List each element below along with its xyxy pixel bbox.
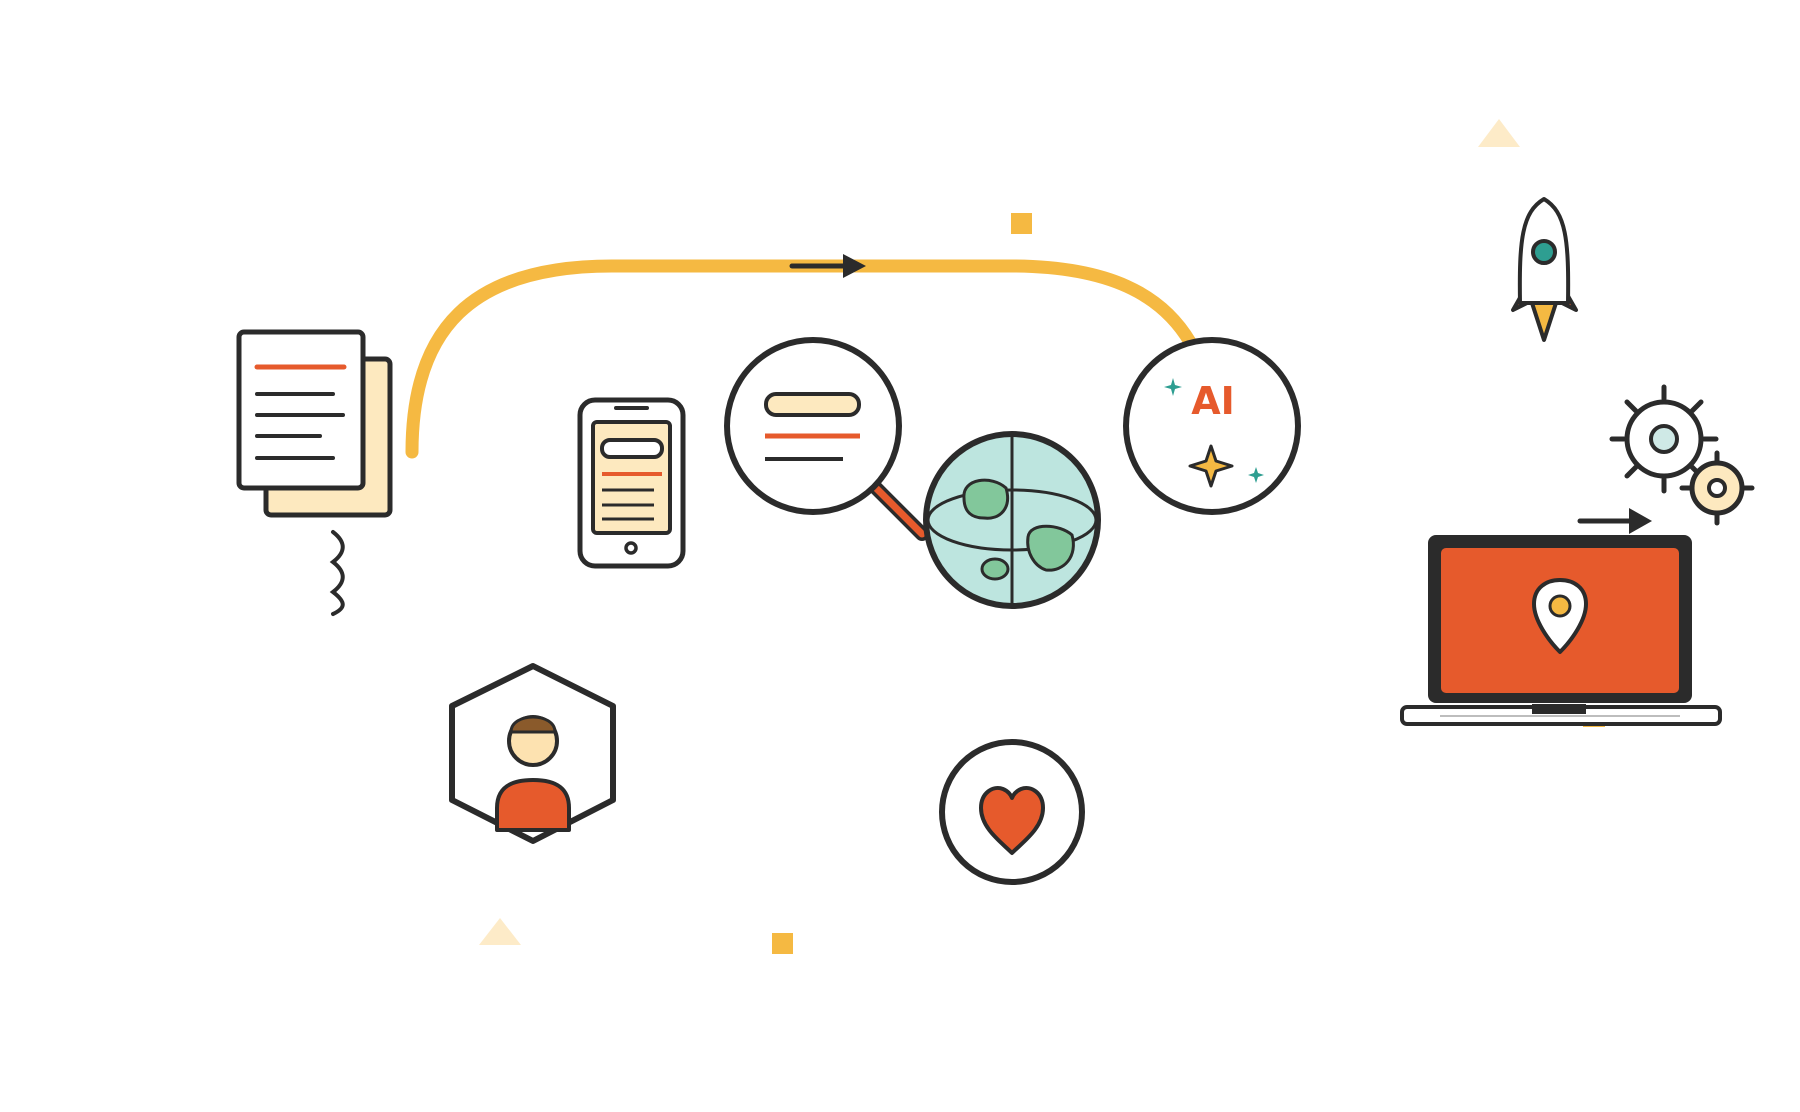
user-hair <box>509 715 557 734</box>
document-stack-icon <box>236 329 393 518</box>
flow-path <box>405 259 1197 459</box>
user-hexagon-icon <box>449 663 616 844</box>
squiggle-line <box>329 530 345 616</box>
ai-label: AI <box>1191 379 1235 423</box>
magnifier-search-icon <box>724 337 929 541</box>
gear-large-icon <box>1609 384 1719 494</box>
decor-triangle-top-right <box>1478 119 1520 147</box>
rocket-icon <box>1511 197 1578 342</box>
user-body <box>495 778 571 832</box>
gears-icon <box>1609 384 1755 526</box>
sparkle-small-left <box>1164 378 1182 396</box>
gear-small-icon <box>1679 450 1755 526</box>
globe-icon <box>923 431 1101 609</box>
decor-square-top <box>1011 213 1032 234</box>
arrow-right-icon <box>1577 508 1652 534</box>
decor-square-bottom <box>772 933 793 954</box>
sparkle-small-right <box>1248 467 1264 483</box>
smartphone-icon <box>577 397 686 569</box>
heart-icon <box>939 739 1085 885</box>
sparkle-large <box>1188 444 1234 488</box>
laptop-location-icon <box>1400 535 1722 726</box>
ai-sparkle-icon: AI <box>1123 337 1301 515</box>
arrow-right-icon <box>789 254 866 278</box>
decor-triangle-bottom-left <box>479 918 521 945</box>
